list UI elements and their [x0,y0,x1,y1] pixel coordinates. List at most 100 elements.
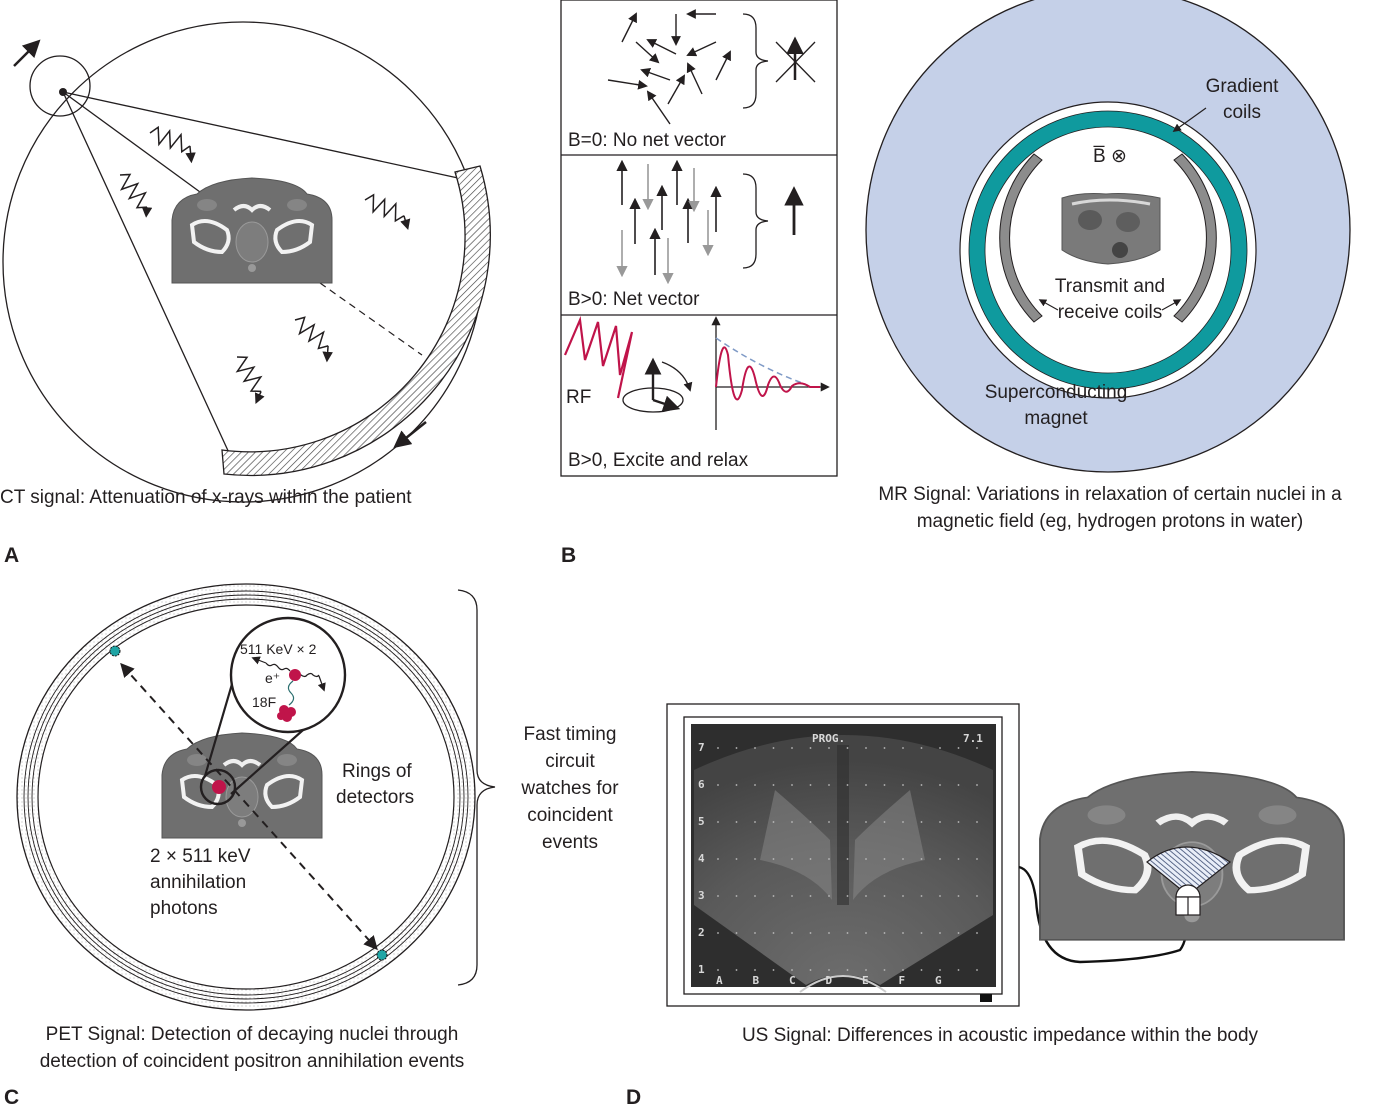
us-grid-dot [717,821,719,823]
detection-event-icon [376,949,388,961]
us-grid-dot [809,747,812,749]
photons-label-line2: annihilation [150,872,246,893]
us-grid-dot [846,969,849,971]
us-grid-dot [865,895,867,897]
us-grid-dot [976,895,978,897]
line-of-response [120,662,378,951]
magnet-label-line2: magnet [1024,408,1088,429]
us-grid-dot [791,932,793,934]
us-grid-dot [902,821,904,823]
us-grid-dot [957,821,960,823]
lateral-tick-label: F [899,974,906,987]
us-grid-dot [809,932,812,934]
fan-beam-edge-bottom [62,91,231,456]
us-grid-dot [735,747,738,749]
us-grid-dot [735,858,738,860]
us-grid-dot [772,969,775,971]
lateral-tick-label: B [753,974,760,987]
us-grid-dot [883,895,886,897]
us-grid-dot [865,932,867,934]
us-grid-dot [846,932,849,934]
panel-c-caption: PET Signal: Detection of decaying nuclei… [46,1024,459,1045]
us-grid-dot [920,784,923,786]
us-grid-dot [865,747,867,749]
us-grid-dot [846,821,849,823]
rf-coil-left [999,153,1043,323]
field-direction-symbol: B̅ ⊗ [1093,146,1127,167]
us-grid-dot [735,895,738,897]
panel-d-caption: US Signal: Differences in acoustic imped… [742,1025,1259,1046]
panel-c-letter: C [4,1086,19,1107]
us-indicator [980,994,992,1002]
fan-beam-edge-top [62,91,459,179]
transducer-cable [1018,865,1190,964]
svg-text:coincident: coincident [527,805,613,826]
no-net-vector-icon [775,36,816,83]
rf-pulse-wave [563,315,634,399]
lateral-tick-label: A [716,974,723,987]
svg-text:circuit: circuit [545,751,595,772]
us-grid-dot [809,821,812,823]
us-grid-dot [976,858,978,860]
svg-text:events: events [542,832,598,853]
f18-nucleus [277,705,296,722]
panel-c-pet: 511 KeV × 2 e⁺ 18F Rings of detectors 2 … [4,583,619,1107]
us-grid-dot [902,858,904,860]
lateral-tick-label: G [935,974,942,987]
transrectal-probe-icon [1175,884,1201,916]
us-grid-dot [772,821,775,823]
us-grid-dot [717,858,719,860]
grouping-brace [742,173,769,269]
us-grid-dot [920,932,923,934]
sub-panel-2-label: B>0: Net vector [568,289,700,310]
depth-tick-label: 7 [698,741,705,754]
us-grid-dot [920,858,923,860]
panel-b-caption-line2: magnetic field (eg, hydrogen protons in … [917,511,1304,532]
us-grid-dot [865,821,867,823]
mr-image [1061,193,1161,265]
us-grid-dot [957,784,960,786]
us-grid-dot [735,932,738,934]
us-grid-dot [772,747,775,749]
us-grid-dot [828,895,830,897]
annihilation-inset [229,616,347,734]
us-grid-dot [939,821,941,823]
us-grid-dot [883,858,886,860]
us-grid-dot [902,969,904,971]
us-grid-dot [717,747,719,749]
xray-photon-icon [229,351,269,404]
us-grid-dot [883,932,886,934]
ct-patient-slice [170,176,334,285]
us-grid-dot [754,895,756,897]
us-grid-dot [939,969,941,971]
tracer-hotspot [212,780,226,794]
isotope-label: 18F [252,694,276,710]
spin-box-frame [560,0,838,477]
us-grid-dot [865,784,867,786]
xray-photon-icon [361,191,411,231]
us-grid-dot [828,784,830,786]
panel-b-mr-scanner: B̅ ⊗ Gradient coils Transmit and receive… [865,0,1351,532]
us-grid-dot [772,784,775,786]
attenuated-ray-dashed [319,282,423,356]
us-grid-dot [754,969,756,971]
us-grid-dot [828,858,830,860]
random-spin-vectors [607,9,731,125]
us-grid-dot [902,747,904,749]
depth-tick-label: 5 [698,815,705,828]
us-grid-dot [920,747,923,749]
panel-a-caption: CT signal: Attenuation of x-rays within … [0,487,412,508]
us-grid-dot [828,969,830,971]
us-grid-dot [846,895,849,897]
positron-label: e⁺ [265,670,280,686]
us-grid-dot [920,969,923,971]
photons-label-line3: photons [150,898,218,919]
us-frequency-value: 7.1 [963,732,983,745]
rotation-arrow-icon [13,39,41,67]
svg-text:Fast timing: Fast timing [524,724,617,745]
timing-brace [457,589,496,986]
us-grid-dot [865,858,867,860]
depth-tick-label: 6 [698,778,705,791]
